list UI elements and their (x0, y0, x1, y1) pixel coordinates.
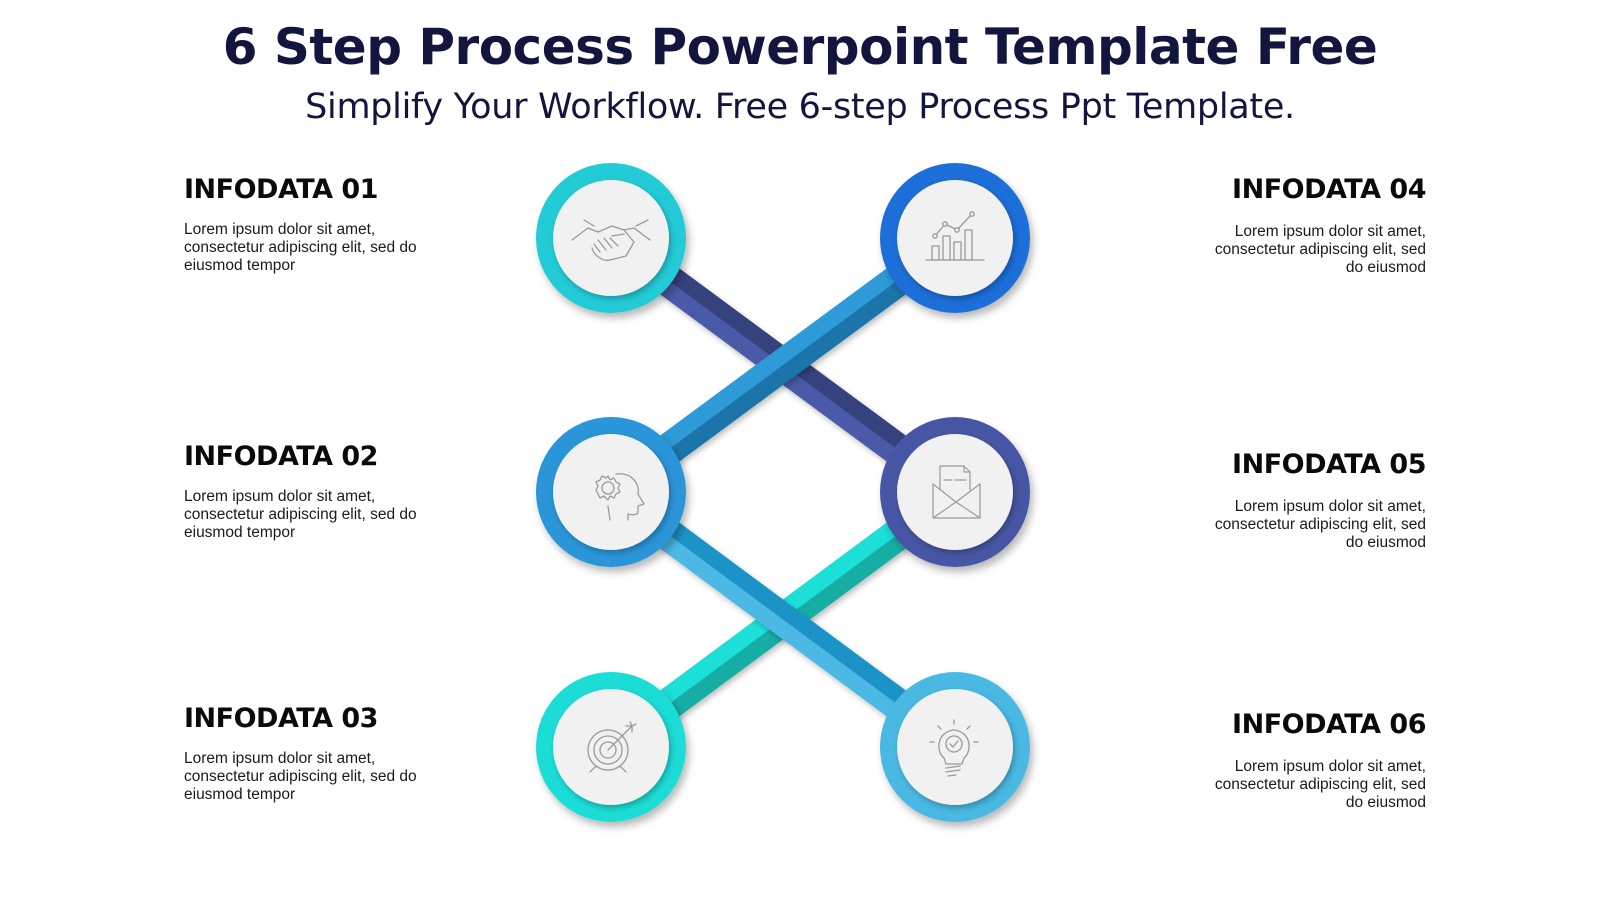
step-info-03: INFODATA 03 Lorem ipsum dolor sit amet, … (184, 702, 464, 804)
step-description: Lorem ipsum dolor sit amet, consectetur … (184, 750, 417, 803)
step-info-01: INFODATA 01 Lorem ipsum dolor sit amet, … (184, 173, 464, 275)
step-description: Lorem ipsum dolor sit amet, consectetur … (184, 488, 417, 541)
page-title: 6 Step Process Powerpoint Template Free (222, 18, 1378, 76)
connector-02-04 (611, 218, 955, 512)
head-gear-icon (595, 473, 645, 521)
step-circle-04[interactable] (880, 163, 1030, 313)
step-info-04: INFODATA 04 Lorem ipsum dolor sit amet, … (1146, 173, 1427, 277)
envelope-letter-icon (932, 465, 981, 519)
page-subtitle: Simplify Your Workflow. Free 6-step Proc… (305, 87, 1295, 127)
lightbulb-check-icon (929, 719, 979, 777)
step-info-05: INFODATA 05 Lorem ipsum dolor sit amet, … (1146, 448, 1427, 552)
step-heading: INFODATA 04 (1232, 174, 1426, 205)
step-info-02: INFODATA 02 Lorem ipsum dolor sit amet, … (184, 440, 464, 542)
step-circle-01[interactable] (536, 163, 686, 313)
step-circle-05[interactable] (880, 417, 1030, 567)
step-description: Lorem ipsum dolor sit amet, consectetur … (184, 221, 417, 274)
step-heading: INFODATA 06 (1232, 709, 1426, 740)
step-description: Lorem ipsum dolor sit amet, consectetur … (1214, 223, 1426, 276)
step-heading: INFODATA 05 (1232, 449, 1426, 480)
connector-02-06 (611, 472, 955, 767)
step-heading: INFODATA 02 (184, 441, 378, 472)
step-circle-02[interactable] (536, 417, 686, 567)
bar-chart-icon (925, 211, 985, 261)
target-icon (587, 721, 637, 773)
handshake-icon (571, 219, 651, 262)
step-heading: INFODATA 01 (184, 174, 378, 205)
step-info-06: INFODATA 06 Lorem ipsum dolor sit amet, … (1146, 708, 1427, 812)
step-heading: INFODATA 03 (184, 703, 378, 734)
step-description: Lorem ipsum dolor sit amet, consectetur … (1214, 498, 1426, 551)
step-circle-06[interactable] (880, 672, 1030, 822)
step-circle-03[interactable] (536, 672, 686, 822)
step-description: Lorem ipsum dolor sit amet, consectetur … (1214, 758, 1426, 811)
